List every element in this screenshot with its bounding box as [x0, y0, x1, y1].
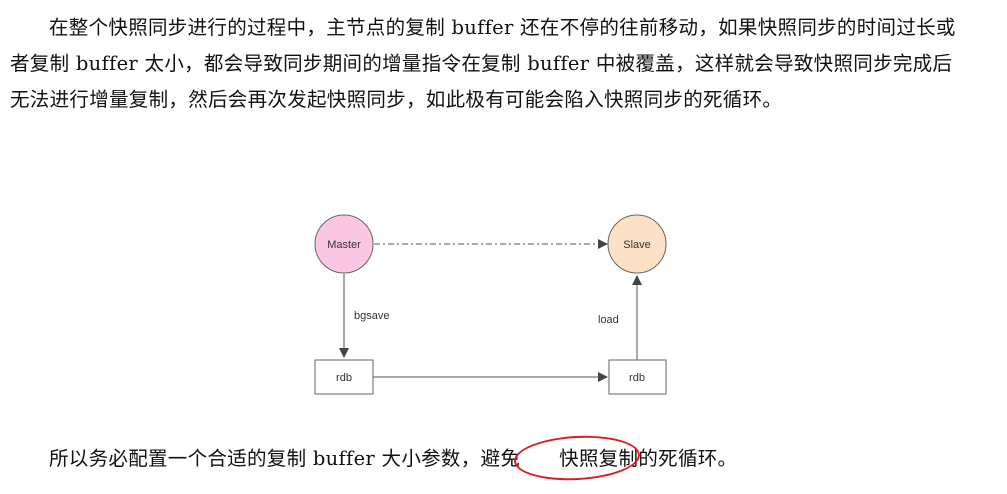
circled-phrase: 快照复制 [513, 432, 642, 484]
rdb-right-label: rdb [629, 372, 645, 384]
master-node: Master [314, 214, 374, 274]
closing-paragraph: 所以务必配置一个合适的复制 buffer 大小参数，避免 快照复制的死循环。 [10, 432, 738, 484]
load-label: load [598, 314, 619, 326]
slave-node: Slave [607, 214, 667, 274]
rdb-left-label: rdb [336, 372, 352, 384]
slave-label: Slave [623, 239, 651, 251]
rdb-left-node: rdb [314, 359, 374, 395]
red-circle-annotation [513, 432, 642, 484]
master-label: Master [327, 239, 361, 251]
rdb-right-node: rdb [608, 359, 667, 395]
circled-text: 快照复制 [559, 447, 639, 470]
bgsave-label: bgsave [354, 310, 389, 322]
closing-text-before: 所以务必配置一个合适的复制 buffer 大小参数，避免 [49, 447, 521, 470]
closing-text-after: 的死循环。 [638, 447, 738, 470]
intro-paragraph: 在整个快照同步进行的过程中，主节点的复制 buffer 还在不停的往前移动，如果… [10, 16, 956, 111]
